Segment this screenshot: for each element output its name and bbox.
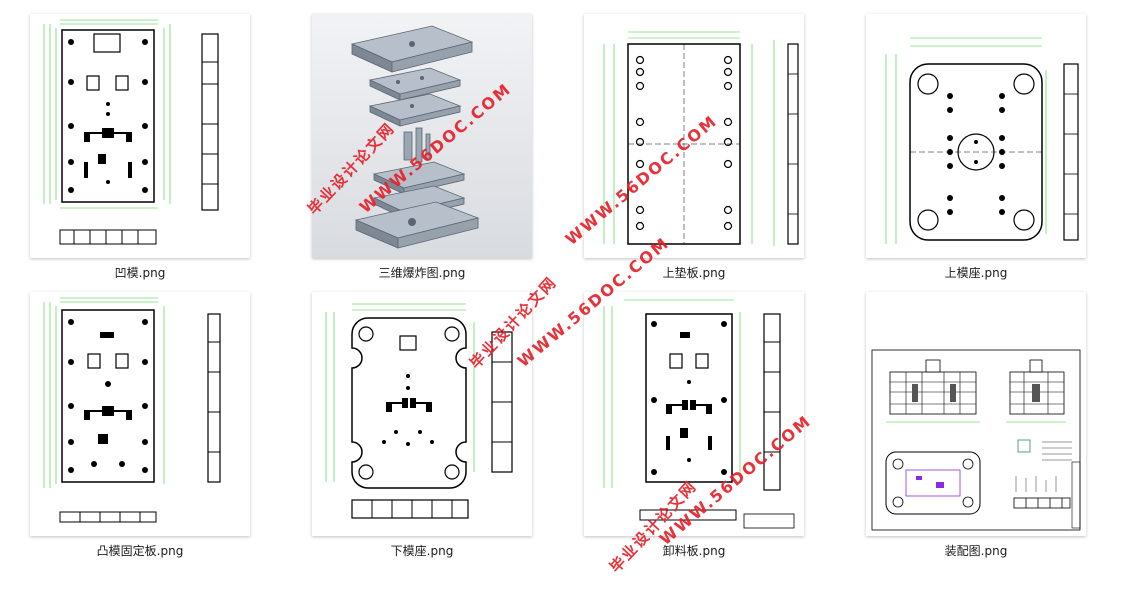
file-tile-stripper-plate[interactable]: 卸料板.png	[584, 292, 804, 559]
file-name[interactable]: 凸模固定板.png	[96, 544, 184, 558]
file-thumbnail[interactable]	[584, 292, 804, 536]
file-thumbnail[interactable]	[584, 14, 804, 258]
file-name[interactable]: 三维爆炸图.png	[378, 266, 466, 280]
file-tile-upper-backing-plate[interactable]: 上垫板.png	[584, 14, 804, 281]
file-tile-upper-die-base[interactable]: 上模座.png	[866, 14, 1086, 281]
file-tile-assembly-drawing[interactable]: 装配图.png	[866, 292, 1086, 559]
cad-drawing-upper-die-base	[885, 37, 1079, 244]
cad-drawing-assembly	[871, 349, 1081, 531]
file-name[interactable]: 下模座.png	[390, 544, 454, 558]
file-thumbnail[interactable]	[30, 292, 250, 536]
file-thumbnail[interactable]	[312, 292, 532, 536]
exploded-3d-render	[312, 14, 532, 258]
file-tile-die[interactable]: 凹模.png	[30, 14, 250, 281]
file-name[interactable]: 上垫板.png	[662, 266, 726, 280]
file-name[interactable]: 装配图.png	[944, 544, 1008, 558]
file-thumbnail[interactable]	[30, 14, 250, 258]
cad-drawing-lower-die-base	[325, 303, 513, 519]
cad-drawing-stripper-plate	[603, 299, 795, 529]
file-thumbnail[interactable]	[866, 14, 1086, 258]
cad-drawing-backing-plate	[603, 31, 799, 246]
file-name[interactable]: 凹模.png	[114, 266, 166, 280]
file-name[interactable]: 卸料板.png	[662, 544, 726, 558]
file-name[interactable]: 上模座.png	[944, 266, 1008, 280]
file-thumbnail[interactable]	[866, 292, 1086, 536]
cad-drawing-die	[43, 19, 219, 245]
file-tile-lower-die-base[interactable]: 下模座.png	[312, 292, 532, 559]
file-tile-3d-exploded-view[interactable]: 三维爆炸图.png	[312, 14, 532, 281]
file-thumbnail[interactable]	[312, 14, 532, 258]
cad-drawing-punch-retainer	[43, 297, 221, 523]
file-tile-punch-retainer-plate[interactable]: 凸模固定板.png	[30, 292, 250, 559]
